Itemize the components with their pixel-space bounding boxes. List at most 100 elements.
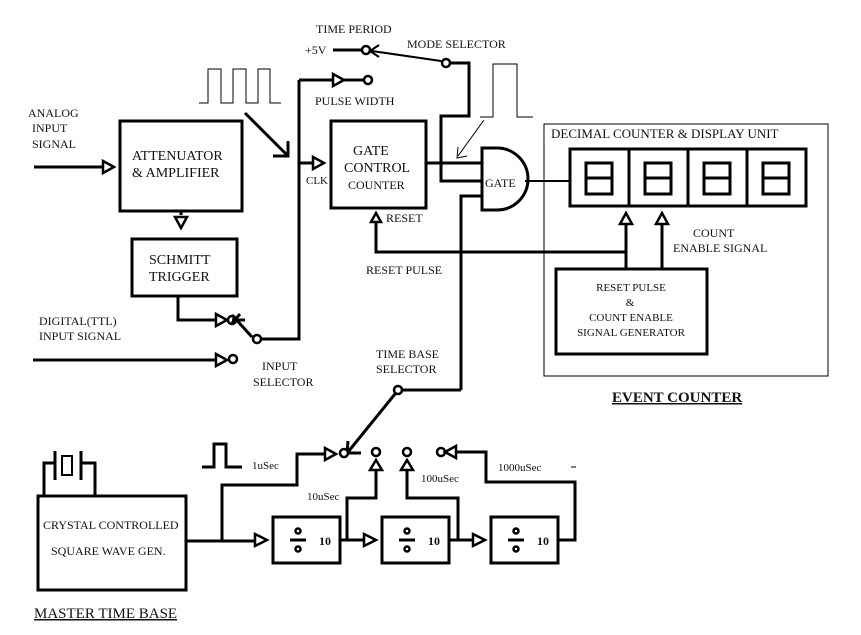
trigger-label: TRIGGER [149, 270, 210, 285]
divider-input-arrow-icon [253, 531, 270, 549]
crystal-icon [42, 451, 97, 496]
plus5v-label: +5V [305, 43, 327, 57]
amplifier-label: & AMPLIFIER [132, 166, 220, 181]
count-enable-label: COUNT ENABLE SIGNAL [673, 226, 767, 255]
reset-display-arrow-icon [617, 210, 635, 226]
input-selector-output-wire [261, 80, 301, 341]
analog-input-arrow-icon [101, 158, 117, 176]
contact-10usec[interactable] [370, 446, 382, 458]
master-time-base-title: MASTER TIME BASE [34, 606, 177, 622]
pulse-width-contact [362, 74, 374, 86]
pulse-train-waveform [199, 68, 281, 104]
label-1usec: 1uSec [252, 460, 279, 472]
mode-selector-switch-arm[interactable] [371, 50, 442, 62]
label-1000usec: 1000uSec [498, 462, 542, 474]
schmitt-label: SCHMITT [149, 253, 211, 268]
tap-100usec-wire [405, 470, 460, 540]
reset-arrow-icon [368, 210, 384, 224]
mode-selector-output-wire [439, 61, 482, 183]
crystal-square-wave-generator-block [36, 494, 188, 592]
tap-1usec-wire [220, 452, 325, 540]
svg-text:SELECTOR: SELECTOR [253, 375, 313, 389]
pulse-1usec-waveform [202, 443, 242, 468]
divide-icon-dot-top [294, 527, 302, 535]
svg-text:ANALOG: ANALOG [28, 106, 79, 120]
svg-text:SIGNAL GENERATOR: SIGNAL GENERATOR [577, 327, 686, 339]
crystal-label-2: SQUARE WAVE GEN. [51, 544, 166, 558]
schmitt-trigger-block [130, 237, 239, 298]
reset-pulse-wire [374, 221, 626, 254]
svg-text:INPUT: INPUT [32, 121, 68, 135]
tap-1000usec-arrow-icon [442, 443, 458, 461]
time-base-to-gate-wire [459, 194, 482, 390]
time-base-selector-pivot[interactable] [392, 384, 404, 396]
input-selector-pivot[interactable] [251, 333, 263, 345]
mode-selector-arrowhead-icon [368, 44, 380, 58]
generator-label: RESET PULSE & COUNT ENABLE SIGNAL GENERA… [577, 282, 686, 339]
input-selector-label: INPUT SELECTOR [253, 359, 313, 389]
contact-1usec[interactable] [338, 447, 350, 459]
crystal-label-1: CRYSTAL CONTROLLED [43, 518, 179, 532]
reset-count-enable-generator-block [554, 267, 709, 356]
pulse-width-label: PULSE WIDTH [315, 94, 395, 108]
tap-10usec-arrow-icon [367, 457, 385, 472]
event-counter-frame [543, 123, 829, 377]
count-enable-arrow-icon [653, 210, 671, 226]
schmitt-output-arrow-icon [214, 311, 230, 329]
tap-100usec-arrow-icon [398, 457, 416, 472]
svg-text:INPUT SIGNAL: INPUT SIGNAL [39, 329, 121, 343]
divide-icon-dot-bottom [403, 545, 411, 553]
gate-label: GATE [485, 176, 516, 190]
divider-ratio-label: 10 [537, 534, 549, 548]
gate-pulse-pointer-arrowhead-icon [456, 146, 468, 159]
svg-text:SELECTOR: SELECTOR [376, 362, 436, 376]
pulse-width-arrow-icon [331, 71, 347, 89]
divide-icon-dot-bottom [294, 545, 302, 553]
svg-text:COUNT: COUNT [693, 226, 735, 240]
waveform-pointer-arrow [243, 111, 289, 157]
divide-by-10-block [271, 515, 342, 565]
divider-ratio-label: 10 [428, 534, 440, 548]
svg-text:ENABLE SIGNAL: ENABLE SIGNAL [673, 241, 767, 255]
divider-input-arrow-icon [362, 531, 379, 549]
contact-100usec[interactable] [401, 446, 413, 458]
reset-label: RESET [386, 211, 423, 225]
svg-text:TIME BASE: TIME BASE [376, 347, 439, 361]
schmitt-input-arrow-icon [172, 215, 190, 231]
digital-input-label: DIGITAL(TTL) INPUT SIGNAL [39, 314, 121, 343]
gate-control-label-1: GATE [353, 144, 389, 159]
mode-selector-pivot[interactable] [440, 57, 452, 69]
gate-pulse-waveform [480, 63, 533, 118]
divide-icon-dot-top [512, 527, 520, 535]
time-base-selector-arm[interactable] [346, 393, 397, 453]
gate-control-label-2: CONTROL [344, 161, 410, 176]
mode-selector-label: MODE SELECTOR [407, 37, 506, 51]
event-counter-title: EVENT COUNTER [612, 390, 742, 406]
analog-input-label: ANALOG INPUT SIGNAL [28, 106, 79, 151]
divide-by-10-block [489, 515, 560, 565]
gate-pulse-pointer [457, 119, 485, 157]
divider-chain: 10 10 10 [253, 515, 560, 565]
svg-text:RESET PULSE: RESET PULSE [596, 282, 666, 294]
display-digit-cell [686, 147, 749, 208]
time-period-contact [360, 44, 372, 56]
clk-label: CLK [306, 175, 328, 187]
schmitt-output-wire [176, 296, 216, 322]
digital-input-arrow-icon [214, 351, 230, 369]
divider-input-arrow-icon [471, 531, 488, 549]
svg-text:&: & [626, 297, 635, 309]
waveform-pointer-arrowhead-icon [273, 141, 290, 158]
svg-text:INPUT: INPUT [262, 359, 298, 373]
attenuator-label: ATTENUATOR [132, 149, 223, 164]
clk-arrow-icon [311, 154, 327, 172]
gate-control-counter-block [329, 119, 428, 210]
time-base-selector-label: TIME BASE SELECTOR [376, 347, 439, 376]
tap-1000usec-wire [456, 450, 577, 542]
tap-10usec-wire [345, 470, 378, 540]
label-10usec: 10uSec [307, 491, 340, 503]
divide-icon-dot-bottom [512, 545, 520, 553]
label-100usec: 100uSec [421, 473, 459, 485]
divider-ratio-label: 10 [319, 534, 331, 548]
display-digits [568, 147, 808, 208]
